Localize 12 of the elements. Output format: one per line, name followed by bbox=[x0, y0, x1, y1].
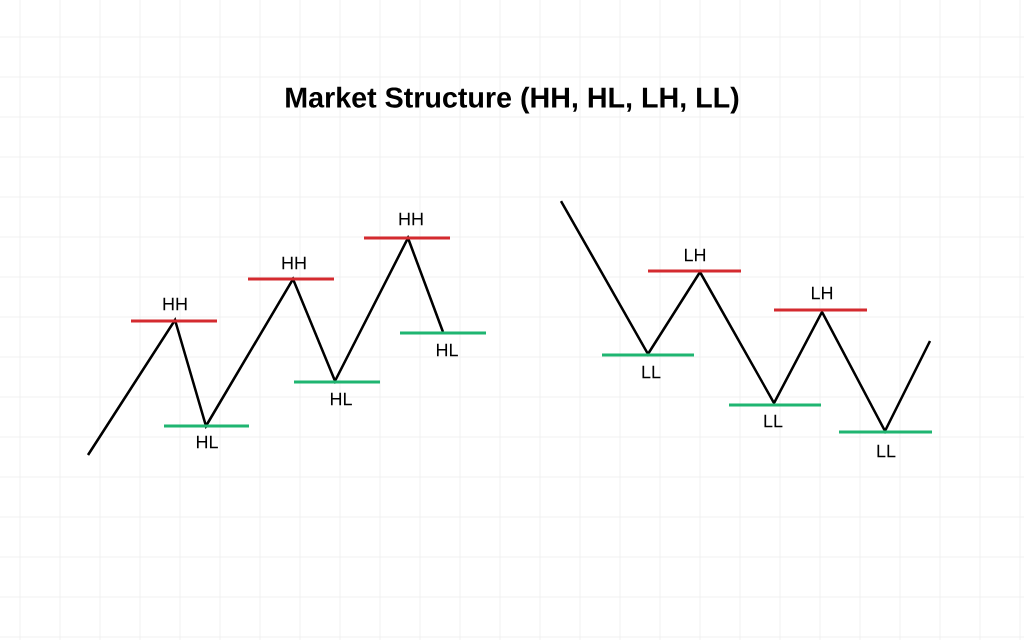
level-label: HH bbox=[163, 297, 187, 311]
level-label: LL bbox=[877, 444, 896, 458]
level-label: LL bbox=[642, 365, 661, 379]
level-label: HL bbox=[331, 392, 352, 406]
level-label: HH bbox=[282, 256, 306, 270]
level-label: HL bbox=[197, 435, 218, 449]
level-label: LH bbox=[812, 286, 833, 300]
level-label: LL bbox=[764, 414, 783, 428]
level-label: HL bbox=[437, 343, 458, 357]
level-label: LH bbox=[685, 248, 706, 262]
title: Market Structure (HH, HL, LH, LL) bbox=[286, 86, 739, 114]
level-label: HH bbox=[399, 212, 423, 226]
